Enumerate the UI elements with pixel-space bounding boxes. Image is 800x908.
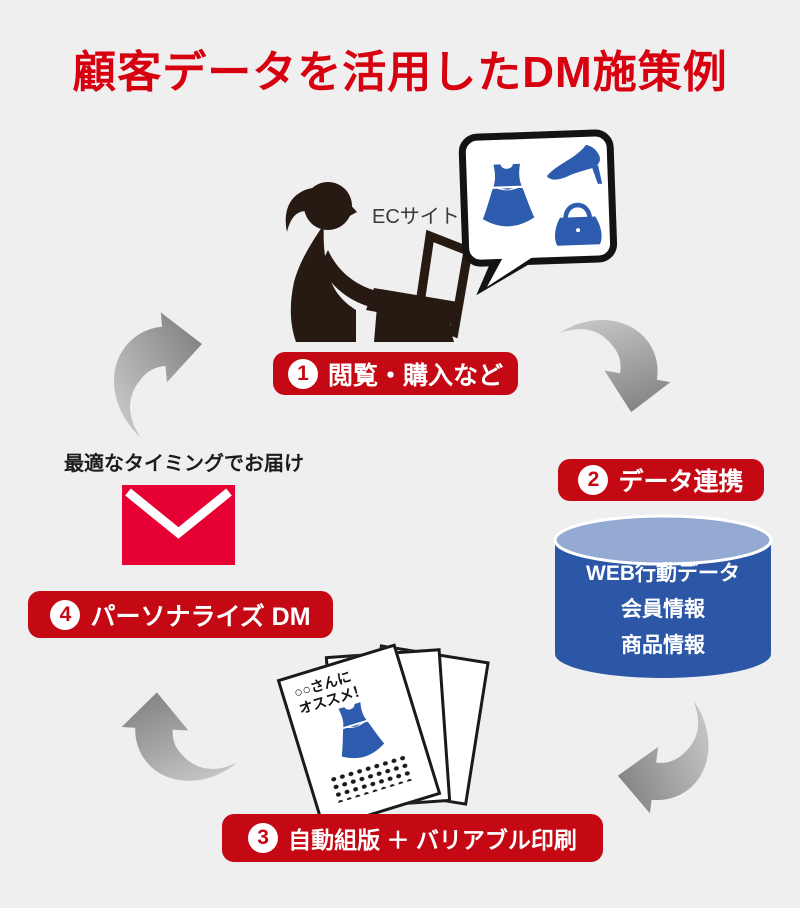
arrow-bottom-left-icon — [117, 687, 244, 793]
step-1-label: 閲覧・購入など — [327, 361, 503, 390]
ec-site-label: ECサイト — [372, 206, 460, 228]
db-line-3: 商品情報 — [621, 634, 705, 657]
step-3-number: 3 — [248, 823, 279, 853]
envelope-icon — [122, 485, 235, 565]
step-1-badge: 1 閲覧・購入など — [273, 352, 518, 395]
db-line-1: WEB行動データ — [586, 562, 740, 585]
arrow-top-right-icon — [544, 302, 682, 422]
step-3-label: 自動組版 ＋ バリアブル印刷 — [288, 827, 577, 853]
step-4-badge: 4 パーソナライズ DM — [28, 591, 333, 638]
step-3-badge: 3 自動組版 ＋ バリアブル印刷 — [222, 814, 603, 862]
delivery-timing-note: 最適なタイミングでお届け — [64, 453, 304, 475]
step-2-label: データ連携 — [618, 468, 744, 496]
page-title: 顧客データを活用したDM施策例 — [72, 48, 728, 97]
arrow-bottom-right-icon — [610, 688, 724, 821]
person-at-laptop-illustration — [285, 182, 474, 342]
step-1-number: 1 — [287, 358, 318, 389]
database-contents: WEB行動データ 会員情報 商品情報 — [553, 556, 773, 664]
step-4-number: 4 — [50, 599, 81, 630]
laptop-screen — [413, 229, 474, 339]
arrow-top-left-icon — [98, 308, 214, 445]
dress-icon — [327, 698, 387, 764]
ec-site-speech-bubble — [458, 129, 618, 296]
database-cylinder — [553, 514, 773, 678]
step-4-label: パーソナライズ DM — [90, 602, 311, 631]
step-2-number: 2 — [578, 465, 609, 495]
step-2-badge: 2 データ連携 — [558, 459, 764, 501]
db-line-2: 会員情報 — [621, 598, 705, 621]
